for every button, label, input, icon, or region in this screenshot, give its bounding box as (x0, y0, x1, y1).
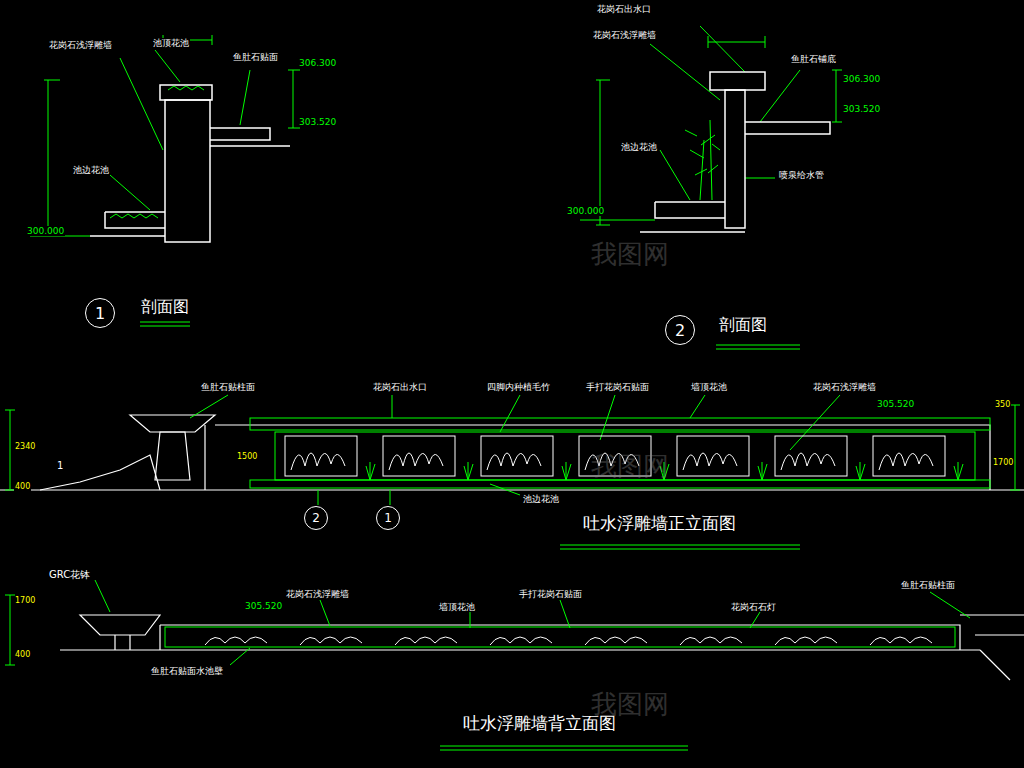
part-label: 手打花岗石贴面 (585, 382, 650, 392)
part-label: 手打花岗石贴面 (518, 589, 583, 599)
section-callout-circle: 1 (376, 506, 400, 530)
part-label: 墙顶花池 (438, 602, 476, 612)
watermark: 我图网 (590, 452, 670, 482)
relief-carving (680, 637, 742, 645)
part-label: 花岗石出水口 (372, 382, 428, 392)
part-label: 鱼肚石贴柱面 (900, 580, 956, 590)
relief-panel (383, 436, 455, 476)
section-callout-circle: 2 (304, 506, 328, 530)
bamboo-symbol (758, 462, 767, 480)
view-title: 吐水浮雕墙正立面图 (582, 514, 737, 534)
bamboo-symbol (856, 462, 865, 480)
relief-carving (781, 453, 835, 470)
dimension: 400 (14, 650, 31, 659)
relief-carving (205, 637, 267, 645)
part-label: 花岗石浅浮雕墙 (48, 40, 113, 50)
elevation-mark: 306.300 (842, 74, 881, 84)
section-mark: 1 (56, 460, 64, 472)
part-label: 花岗石浅浮雕墙 (592, 30, 657, 40)
dimension: 400 (14, 482, 31, 491)
part-label: 花岗石出水口 (596, 4, 652, 14)
watermark: 我图网 (590, 690, 670, 720)
bamboo-symbol (464, 462, 473, 480)
elevation-mark: 303.520 (298, 117, 337, 127)
relief-carving (775, 637, 837, 645)
part-label: GRC花钵 (48, 569, 91, 581)
relief-carving (683, 453, 737, 470)
relief-carving (585, 637, 647, 645)
elevation-mark: 306.300 (298, 58, 337, 68)
relief-carving (389, 453, 443, 470)
relief-panel (285, 436, 357, 476)
part-label: 花岗石浅浮雕墙 (285, 589, 350, 599)
part-label: 鱼肚石贴柱面 (200, 382, 256, 392)
relief-carving (490, 637, 552, 645)
elevation-mark: 300.000 (566, 206, 605, 216)
relief-carving (300, 637, 362, 645)
dimension: 1700 (992, 458, 1014, 467)
part-label: 池边花池 (522, 494, 560, 504)
relief-panel (775, 436, 847, 476)
part-label: 鱼肚石贴面 (232, 52, 279, 62)
relief-panel (481, 436, 553, 476)
view-title: 剖面图 (140, 298, 190, 316)
section-callout-circle: 1 (85, 298, 115, 328)
relief-panel (677, 436, 749, 476)
part-label: 喷泉给水管 (778, 170, 825, 180)
part-label: 花岗石石灯 (730, 602, 777, 612)
relief-carving (870, 637, 932, 645)
callout-number: 2 (312, 511, 320, 525)
relief-carving (291, 453, 345, 470)
callout-number: 2 (675, 321, 685, 340)
relief-carving (879, 453, 933, 470)
elevation-mark: 303.520 (842, 104, 881, 114)
watermark: 我图网 (590, 240, 670, 270)
part-label: 池顶花池 (152, 38, 190, 48)
view-title: 剖面图 (718, 316, 768, 334)
part-label: 四脚内种植毛竹 (486, 382, 551, 392)
relief-panel (873, 436, 945, 476)
dimension: 350 (994, 400, 1011, 409)
part-label: 池边花池 (620, 142, 658, 152)
bamboo-symbol (954, 462, 963, 480)
part-label: 花岗石浅浮雕墙 (812, 382, 877, 392)
elevation-mark: 305.520 (876, 399, 915, 409)
callout-number: 1 (95, 304, 105, 323)
part-label: 墙顶花池 (690, 382, 728, 392)
relief-carving (487, 453, 541, 470)
elevation-mark: 300.000 (26, 226, 65, 236)
part-label: 鱼肚石铺底 (790, 54, 837, 64)
bamboo-symbol (366, 462, 375, 480)
callout-number: 1 (384, 511, 392, 525)
part-label: 池边花池 (72, 165, 110, 175)
dimension: 1500 (236, 452, 258, 461)
dimension: 1700 (14, 596, 36, 605)
section-callout-circle: 2 (665, 315, 695, 345)
part-label: 鱼肚石贴面水池壁 (150, 666, 224, 676)
dimension: 2340 (14, 442, 36, 451)
elevation-mark: 305.520 (244, 601, 283, 611)
bamboo-symbol (562, 462, 571, 480)
relief-carving (395, 637, 457, 645)
